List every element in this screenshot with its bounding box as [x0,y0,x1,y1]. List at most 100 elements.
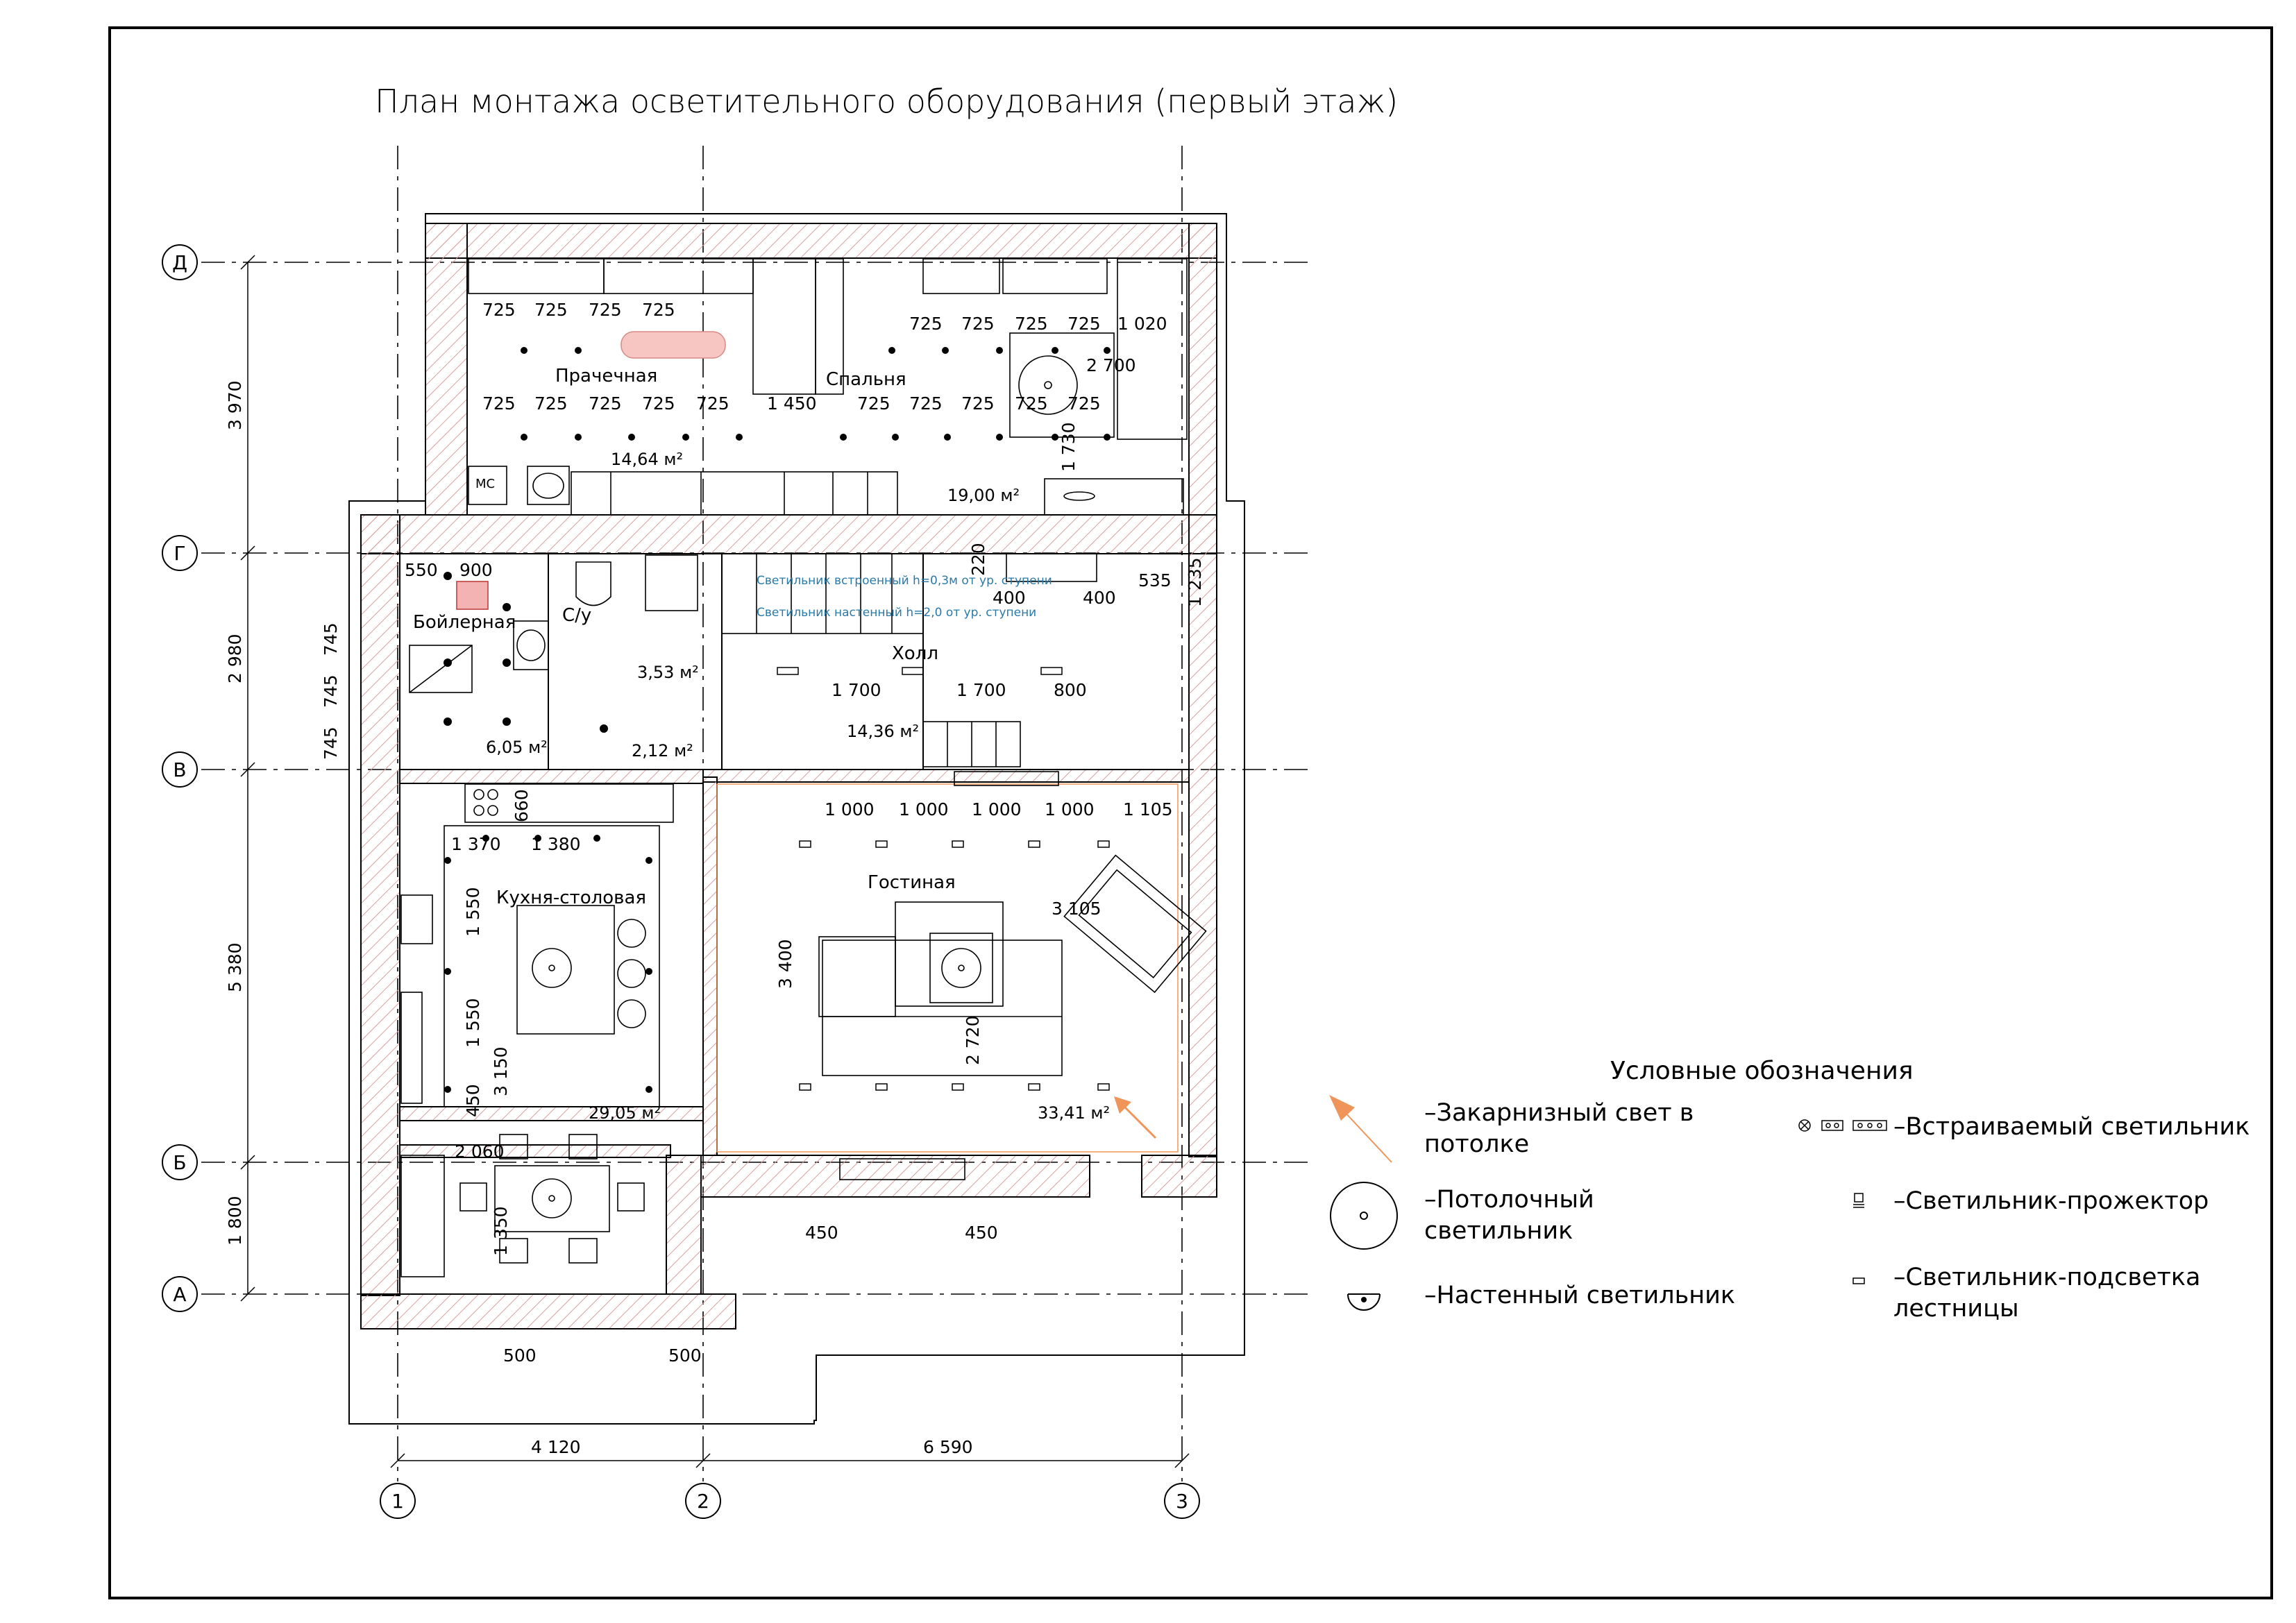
dim-label: 220 [968,543,988,576]
wall-light-markers [444,347,1111,1093]
dim-label: 725 [642,300,675,320]
room-area-kitchen: 29,05 м² [589,1103,661,1123]
left-dimension-chain [240,255,255,1302]
room-area-boiler: 6,05 м² [486,738,548,757]
dim-label: 1 000 [1045,799,1095,819]
legend-label-ceiling: –Потолочный [1424,1186,1594,1214]
dim-left-2980: 2 980 [225,634,245,683]
dim-label: 725 [961,314,995,334]
furniture [400,258,1207,1277]
dim-label: 725 [482,300,516,320]
dim-label: 1 450 [767,393,817,414]
dim-label: 3 150 [491,1046,511,1096]
room-name-bedroom: Спальня [826,369,906,390]
dim-label: 1 105 [1123,799,1173,819]
dim-label: 450 [463,1084,483,1117]
room-area-corridor: 2,12 м² [632,741,693,760]
dim-label: 1 730 [1058,422,1079,472]
dim-left-5380: 5 380 [225,942,245,992]
legend-label-wall: –Настенный светильник [1424,1282,1735,1309]
room-area-bedroom: 19,00 м² [947,486,1020,505]
dim-label: 725 [534,300,568,320]
legend-label-stair: –Светильник-подсветка [1893,1264,2201,1291]
dim-label: 745 [321,622,341,656]
dim-label: 2 700 [1086,355,1136,375]
axis-bubbles-letters: Д Г В Б А [162,244,198,1312]
dim-label: 1 370 [451,834,501,854]
dim-bottom-6590: 6 590 [923,1437,973,1457]
dim-label: 725 [961,393,995,414]
legend-label-ceiling-2: светильник [1424,1217,1573,1245]
dim-label: 725 [857,393,890,414]
dimension-labels: 725 725 725 725 725 725 725 725 1 020 2 … [321,300,1205,1366]
axis-label-2: 2 [697,1490,709,1513]
dim-label: 450 [965,1223,998,1243]
dim-label: 1 550 [463,887,483,937]
axis-label-3: 3 [1176,1490,1188,1513]
room-area-living: 33,41 м² [1038,1103,1110,1123]
dim-label: 725 [589,300,622,320]
site-outline [348,213,1245,1425]
dim-label: 1 700 [832,680,881,700]
dim-label: 550 [405,560,438,580]
axis-bubbles-numbers: 1 2 3 [380,1483,1200,1519]
sheet-frame [108,26,2273,1599]
legend-title: Условные обозначения [1610,1057,1914,1085]
dim-label: 500 [668,1345,702,1366]
dim-bottom-4120: 4 120 [531,1437,581,1457]
axis-label-g: Г [174,542,185,565]
dim-label: 725 [642,393,675,414]
dim-label: 800 [1054,680,1087,700]
dim-left-3970: 3 970 [225,380,245,430]
stair-note-recessed: Светильник встроенный h=0,3м от ур. ступ… [757,574,1052,588]
dim-label: 900 [459,560,493,580]
wall-light-icon [1347,1293,1381,1311]
ceiling-light-icon [1330,1182,1398,1250]
dim-label: 725 [1015,314,1048,334]
laundry-highlight [621,331,726,359]
dim-label: 3 400 [775,939,795,989]
dim-left-1800: 1 800 [225,1196,245,1246]
dim-label: 450 [805,1223,838,1243]
dim-label: 725 [1015,393,1048,414]
dim-label: 535 [1138,570,1172,590]
dim-label: 400 [993,588,1026,608]
dim-label: 1 020 [1117,314,1167,334]
axis-label-1: 1 [391,1490,404,1513]
dim-label: 745 [321,726,341,760]
dim-label: 745 [321,674,341,708]
stair-note-wall: Светильник настенный h=2,0 от ур. ступен… [757,606,1036,620]
washer-label: МС [475,477,495,491]
dim-label: 1 000 [899,799,949,819]
dim-label: 1 350 [491,1206,511,1256]
dim-label: 2 720 [963,1015,983,1065]
room-area-hall: 14,36 м² [847,722,919,741]
dim-label: 1 550 [463,998,483,1048]
axis-label-v: В [173,758,186,781]
cornice-arrow [1120,1102,1157,1139]
room-name-living: Гостиная [868,872,956,893]
recessed-light-markers [777,667,1110,1091]
bottom-dimension-chain [390,1453,1190,1468]
room-name-hall: Холл [892,643,938,664]
dim-label: 1 000 [825,799,875,819]
dim-label: 725 [589,393,622,414]
recessed-light-icon [1798,1119,1887,1132]
room-area-laundry: 14,64 м² [611,450,683,469]
walls [360,223,1217,1329]
dim-label: 660 [512,789,532,822]
dim-label: 1 380 [531,834,581,854]
legend-label-spotlight: –Светильник-прожектор [1893,1187,2209,1215]
room-name-laundry: Прачечная [555,366,657,386]
room-name-wc: С/у [562,605,591,626]
legend: Условные обозначения –Закарнизный свет в… [1329,1057,2249,1323]
dim-label: 3 105 [1052,899,1101,919]
dim-label: 1 700 [956,680,1006,700]
dim-label: 725 [909,393,943,414]
axis-label-d: Д [172,251,187,274]
dim-label: 725 [1067,314,1101,334]
drawing-title: План монтажа осветительного оборудования… [375,83,1398,120]
cornice-light-icon [1329,1095,1355,1121]
dim-label: 2 060 [455,1141,505,1162]
